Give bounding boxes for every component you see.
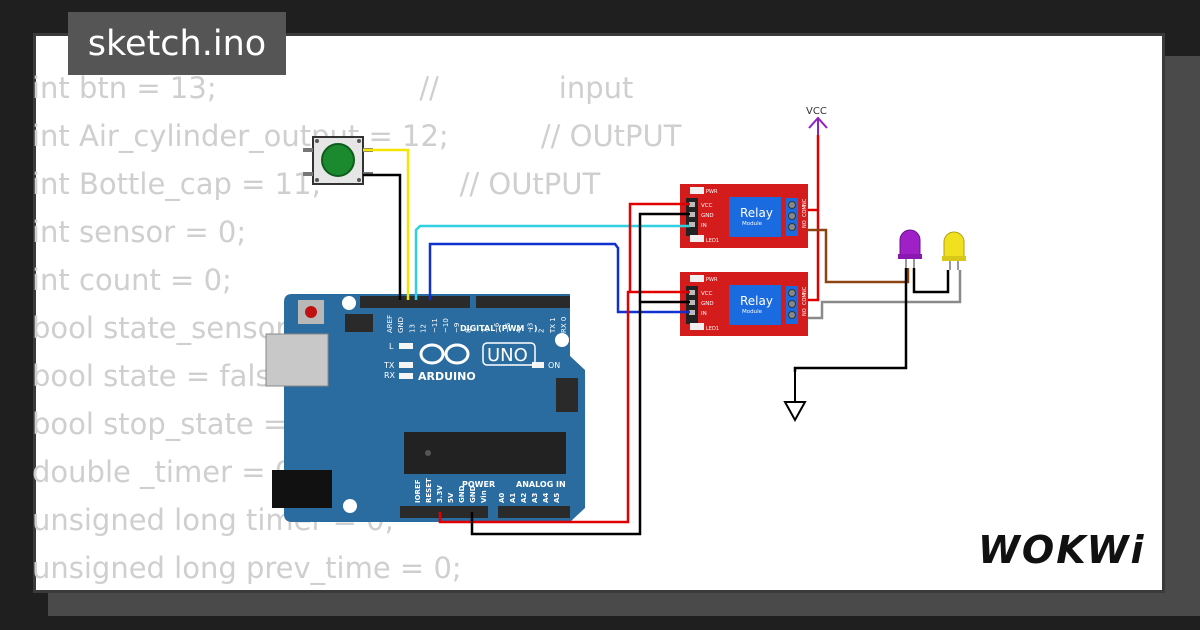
relay-subtitle: Module bbox=[742, 221, 763, 227]
relay-pin-label: VCC bbox=[701, 203, 713, 209]
digital-pin-label: 7 bbox=[482, 329, 490, 333]
wire-black-led bbox=[912, 268, 950, 294]
relay-led-label: LED1 bbox=[706, 326, 719, 332]
digital-pin-label: GND bbox=[397, 317, 405, 333]
relay-pin-label: VCC bbox=[701, 291, 713, 297]
power-pin-label: GND bbox=[469, 485, 477, 503]
wire-brown bbox=[808, 228, 910, 284]
arduino-model: UNO bbox=[487, 345, 528, 366]
power-pin-label: Vin bbox=[480, 490, 488, 503]
digital-pin-label: 4 bbox=[515, 328, 523, 333]
analog-pin-label: A2 bbox=[520, 493, 528, 503]
analog-pin-label: A3 bbox=[531, 493, 539, 503]
led-yellow[interactable] bbox=[942, 231, 966, 270]
wire-black-button bbox=[363, 173, 402, 300]
relay-led-label: LED1 bbox=[706, 238, 719, 244]
digital-pin-label: ~9 bbox=[453, 323, 461, 333]
sketch-title: sketch.ino bbox=[68, 12, 286, 75]
wokwi-logo: WOKWi bbox=[978, 528, 1146, 572]
wire-black-gnd bbox=[793, 268, 908, 372]
digital-pin-label: ~11 bbox=[431, 318, 439, 333]
pushbutton[interactable] bbox=[303, 136, 373, 185]
code-line: int Bottle_cap = 11; // OUtPUT bbox=[32, 167, 601, 201]
digital-pin-label: 8 bbox=[464, 329, 472, 333]
power-pin-label: RESET bbox=[425, 478, 433, 503]
code-line: unsigned long prev_time = 0; bbox=[32, 551, 462, 585]
wire-black-relay1 bbox=[638, 212, 690, 302]
relay-modules: PWRLED1VCCGNDINRelayModuleNCCOMNOPWRLED1… bbox=[680, 184, 808, 336]
analog-pin-label: A0 bbox=[498, 493, 506, 503]
digital-label: DIGITAL (PWM ~) bbox=[460, 324, 538, 333]
wires bbox=[363, 135, 962, 536]
rx-label: RX bbox=[384, 371, 396, 380]
arduino-uno-board[interactable]: UNO ARDUINO DIGITAL (PWM ~) POWER ANALOG… bbox=[265, 294, 585, 522]
arduino-brand: ARDUINO bbox=[418, 370, 476, 383]
wire-black-power bbox=[470, 300, 690, 536]
wire-red-power bbox=[438, 290, 690, 524]
digital-pin-label: 2 bbox=[538, 329, 546, 333]
relay-terminal-label: NO bbox=[802, 220, 808, 228]
relay-terminal-label: NO bbox=[802, 308, 808, 316]
digital-pin-label: AREF bbox=[386, 315, 394, 333]
digital-pin-label: TX 1 bbox=[549, 317, 557, 334]
wire-red-relay1 bbox=[628, 202, 690, 292]
digital-pin-label: RX 0 bbox=[560, 317, 568, 333]
digital-pin-label: ~3 bbox=[526, 323, 534, 333]
relay-subtitle: Module bbox=[742, 309, 763, 315]
code-line: int btn = 13; // input bbox=[32, 71, 634, 105]
relay-pin-label: IN bbox=[701, 223, 707, 229]
code-line: int sensor = 0; bbox=[32, 215, 247, 249]
relay-coil bbox=[729, 197, 781, 237]
power-pin-label: 3.3V bbox=[436, 485, 444, 503]
digital-pin-label: 12 bbox=[420, 324, 428, 333]
power-pin-label: 5V bbox=[447, 492, 455, 503]
l-label: L bbox=[389, 342, 394, 351]
ground-symbol bbox=[783, 370, 807, 423]
arduino-logo bbox=[419, 342, 536, 366]
tx-label: TX bbox=[383, 361, 395, 370]
relay-title: Relay bbox=[740, 206, 773, 220]
analog-pin-label: A4 bbox=[542, 493, 550, 503]
preview-card bbox=[33, 33, 1165, 593]
power-pin-label: IOREF bbox=[414, 479, 422, 503]
digital-pin-label: 13 bbox=[408, 324, 416, 333]
relay-terminal-label: COM bbox=[802, 293, 808, 305]
wire-cyan bbox=[414, 224, 690, 300]
pushbutton-cap bbox=[321, 143, 355, 177]
analog-label: ANALOG IN bbox=[516, 480, 566, 489]
relay-title: Relay bbox=[740, 294, 773, 308]
led-purple[interactable] bbox=[898, 229, 922, 268]
digital-pin-label: ~6 bbox=[493, 322, 501, 333]
wire-blue bbox=[428, 242, 690, 314]
wire-red-vcc bbox=[808, 135, 820, 302]
relay-coil bbox=[729, 285, 781, 325]
on-label: ON bbox=[548, 361, 560, 370]
relay-pwr-label: PWR bbox=[706, 189, 718, 195]
wire-gray bbox=[808, 270, 962, 320]
power-pin-label: GND bbox=[458, 485, 466, 503]
digital-pin-label: ~5 bbox=[504, 323, 512, 333]
code-line: int count = 0; bbox=[32, 263, 232, 297]
relay-pwr-label: PWR bbox=[706, 277, 718, 283]
analog-pin-label: A1 bbox=[509, 493, 517, 503]
relay-terminal-label: COM bbox=[802, 205, 808, 217]
vcc-symbol: VCC bbox=[806, 106, 828, 135]
wire-yellow bbox=[363, 148, 410, 300]
relay-pin-label: GND bbox=[701, 301, 714, 307]
relay-terminal-label: NC bbox=[802, 286, 808, 294]
relay-pin-label: IN bbox=[701, 311, 707, 317]
digital-pin-label: ~10 bbox=[442, 318, 450, 333]
relay-pin-label: GND bbox=[701, 213, 714, 219]
relay-terminal-label: NC bbox=[802, 198, 808, 206]
vcc-label: VCC bbox=[806, 106, 827, 117]
power-label: POWER bbox=[462, 480, 495, 489]
analog-pin-label: A5 bbox=[553, 493, 561, 503]
